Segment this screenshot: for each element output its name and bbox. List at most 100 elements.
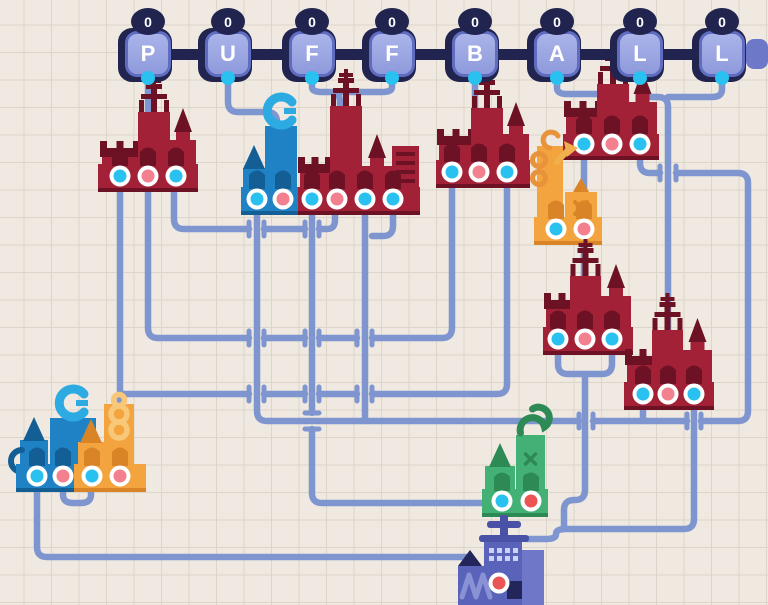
castle-orange-right[interactable]	[530, 129, 603, 245]
wire	[308, 425, 498, 507]
castle-blue-mid[interactable]	[241, 92, 298, 215]
connector-dot-icon	[221, 71, 235, 85]
wire	[582, 344, 616, 378]
bulb-pink	[330, 192, 344, 206]
wire	[315, 207, 339, 233]
bulb-red	[492, 576, 506, 590]
arch-window	[471, 143, 487, 162]
arch-window	[168, 147, 184, 166]
castle-red-top-right[interactable]	[563, 47, 659, 160]
bulb-cyan	[386, 192, 400, 206]
arch-window	[686, 365, 702, 384]
arch-window	[523, 472, 539, 491]
arch-window	[249, 170, 265, 189]
castle-orange-bottom-left[interactable]	[74, 391, 146, 493]
wire	[636, 146, 664, 177]
arch-window	[576, 115, 592, 134]
counter-badge-5: 0	[540, 8, 574, 35]
wire	[664, 78, 726, 101]
bulb-cyan	[605, 332, 619, 346]
arch-window	[444, 143, 460, 162]
arch-window	[304, 170, 320, 189]
bulb-cyan	[495, 494, 509, 508]
wire	[554, 344, 588, 378]
rail-end-tab	[746, 39, 768, 69]
bulb-cyan	[549, 222, 563, 236]
bulb-cyan	[577, 137, 591, 151]
castle-red-lower-right[interactable]	[624, 293, 714, 410]
counter-badge-6: 0	[623, 8, 657, 35]
arch-window	[494, 472, 510, 491]
connector-dot-icon	[385, 71, 399, 85]
arch-window	[84, 447, 100, 466]
arch-window	[385, 170, 401, 189]
bulb-cyan	[445, 165, 459, 179]
arch-window	[635, 365, 651, 384]
castle-navy-bottom[interactable]	[458, 515, 544, 605]
wire	[368, 207, 397, 240]
connector-dot-icon	[305, 71, 319, 85]
bulb-cyan	[687, 387, 701, 401]
bulb-cyan	[250, 192, 264, 206]
connector-dot-icon	[715, 71, 729, 85]
castle-red-mid-left[interactable]	[298, 69, 420, 215]
wire	[224, 78, 281, 146]
bulb-cyan	[551, 332, 565, 346]
wire	[560, 370, 589, 533]
bulb-cyan	[30, 469, 44, 483]
bulb-pink	[113, 469, 127, 483]
wire	[59, 482, 95, 507]
bulb-pink	[56, 469, 70, 483]
letter-block-B-4[interactable]: B	[452, 31, 498, 77]
arch-window	[660, 365, 676, 384]
wire	[522, 398, 698, 543]
bulb-red	[524, 494, 538, 508]
arch-window	[604, 310, 620, 329]
wire	[144, 184, 253, 342]
arch-window	[140, 147, 156, 166]
arch-window	[357, 170, 373, 189]
bulb-pink	[276, 192, 290, 206]
bulb-pink	[578, 332, 592, 346]
bulb-cyan	[633, 137, 647, 151]
bulb-cyan	[636, 387, 650, 401]
bulb-cyan	[85, 469, 99, 483]
arch-window	[577, 310, 593, 329]
bulb-cyan	[500, 165, 514, 179]
bulb-pink	[577, 222, 591, 236]
connector-dot-icon	[633, 71, 647, 85]
bulb-cyan	[113, 169, 127, 183]
castle-red-center[interactable]	[436, 71, 530, 188]
bulb-pink	[472, 165, 486, 179]
castle-red-mid-right[interactable]	[543, 239, 633, 355]
arch-window	[632, 115, 648, 134]
arch-window	[55, 447, 71, 466]
wire	[336, 78, 396, 96]
arch-window	[604, 115, 620, 134]
bulb-pink	[605, 137, 619, 151]
wire	[672, 169, 752, 425]
arch-window	[576, 200, 592, 219]
arch-window	[499, 143, 515, 162]
counter-badge-0: 0	[131, 8, 165, 35]
counter-badge-7: 0	[705, 8, 739, 35]
wire	[253, 207, 583, 425]
arch-window	[275, 170, 291, 189]
bulb-pink	[661, 387, 675, 401]
connector-dot-icon	[468, 71, 482, 85]
wire	[170, 184, 253, 233]
wire	[33, 482, 472, 561]
wire	[308, 78, 344, 128]
wire	[368, 176, 511, 398]
wire	[368, 176, 456, 342]
arch-window	[550, 310, 566, 329]
counter-badge-3: 0	[375, 8, 409, 35]
castle-red-left[interactable]	[98, 75, 198, 192]
arch-window	[29, 447, 45, 466]
wires	[33, 78, 752, 561]
castle-green[interactable]	[482, 403, 553, 517]
arch-window	[112, 147, 128, 166]
letter-block-P-0[interactable]: P	[125, 31, 171, 77]
connector-dot-icon	[141, 71, 155, 85]
